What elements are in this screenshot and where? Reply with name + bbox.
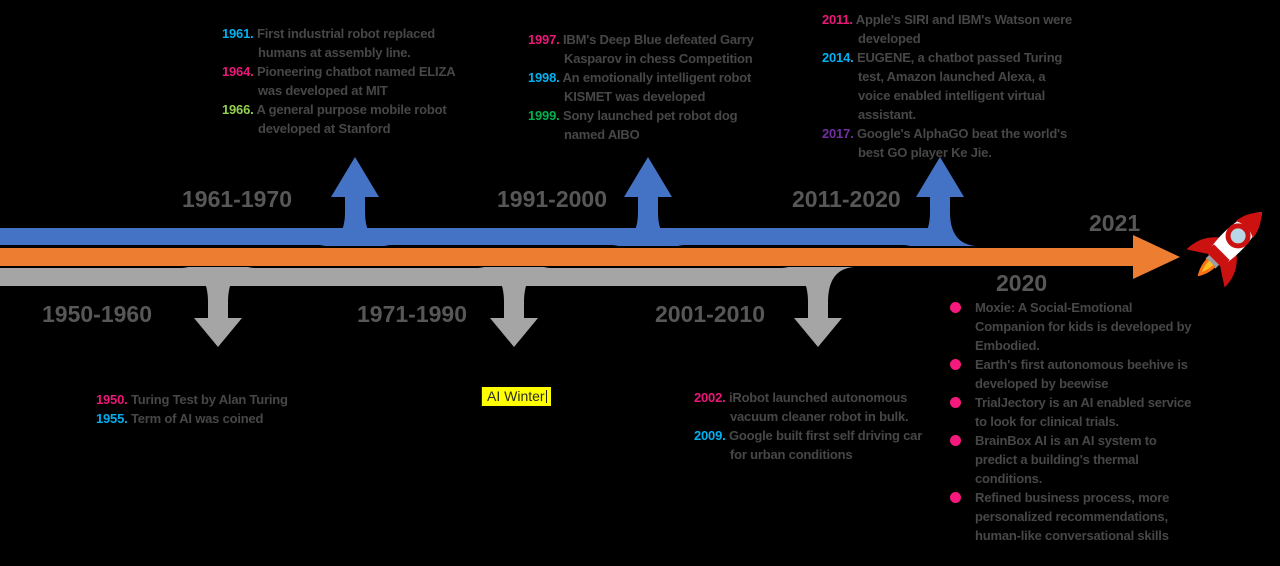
timeline-entry: 1955. Term of AI was coined	[96, 409, 366, 428]
events-1961-1970: 1961. First industrial robot replaced hu…	[222, 24, 456, 138]
entry-text: An emotionally intelligent robot KISMET …	[562, 70, 752, 104]
bullet-icon	[950, 397, 961, 408]
period-label-1991-2000: 1991-2000	[497, 186, 607, 212]
period-label-2020: 2020	[996, 270, 1048, 296]
period-label-1961-1970: 1961-1970	[182, 186, 292, 212]
entry-text: Pioneering chatbot named ELIZA was devel…	[256, 64, 455, 98]
entry-year: 2009.	[694, 428, 726, 443]
entry-year: 2014.	[822, 50, 854, 65]
entry-year: 1998.	[528, 70, 560, 85]
list-item: Earth's first autonomous beehive is deve…	[948, 355, 1200, 393]
list-item: Moxie: A Social-Emotional Companion for …	[948, 298, 1200, 355]
list-item-text: Refined business process, more personali…	[975, 490, 1170, 543]
entry-year: 2002.	[694, 390, 726, 405]
bullet-icon	[950, 302, 961, 313]
bullet-icon	[950, 492, 961, 503]
events-2011-2020: 2011. Apple's SIRI and IBM's Watson were…	[822, 10, 1076, 162]
entry-text: Google built first self driving car for …	[728, 428, 923, 462]
rocket-icon	[1186, 211, 1263, 288]
entry-text: IBM's Deep Blue defeated Garry Kasparov …	[562, 32, 754, 66]
entry-year: 1955.	[96, 411, 128, 426]
entry-text: Google's AlphaGO beat the world's best G…	[856, 126, 1067, 160]
entry-year: 1961.	[222, 26, 254, 41]
entry-text: Apple's SIRI and IBM's Watson were devel…	[855, 12, 1073, 46]
bullet-icon	[950, 435, 961, 446]
entry-text: Sony launched pet robot dog named AIBO	[562, 108, 738, 142]
timeline-entry: 2017. Google's AlphaGO beat the world's …	[822, 124, 1076, 162]
period-label-1971-1990: 1971-1990	[357, 301, 467, 327]
events-2020-list: Moxie: A Social-Emotional Companion for …	[948, 298, 1200, 545]
bullet-icon	[950, 359, 961, 370]
timeline-entry: 2014. EUGENE, a chatbot passed Turing te…	[822, 48, 1076, 124]
period-label-2021: 2021	[1089, 210, 1141, 236]
timeline-entry: 2002. iRobot launched autonomous vacuum …	[694, 388, 930, 426]
entry-year: 1999.	[528, 108, 560, 123]
entry-text: EUGENE, a chatbot passed Turing test, Am…	[856, 50, 1063, 122]
down-arrow-1950-1960-icon	[182, 267, 254, 347]
events-1991-2000: 1997. IBM's Deep Blue defeated Garry Kas…	[528, 30, 768, 144]
orange-arrowhead-icon	[1133, 235, 1180, 279]
entry-text: Term of AI was coined	[130, 411, 264, 426]
entry-text: iRobot launched autonomous vacuum cleane…	[728, 390, 909, 424]
period-label-1950-1960: 1950-1960	[42, 301, 152, 327]
list-item: TrialJectory is an AI enabled service to…	[948, 393, 1200, 431]
down-arrow-1971-1990-icon	[478, 267, 550, 347]
entry-text: A general purpose mobile robot developed…	[256, 102, 447, 136]
gray-timeline-band	[0, 268, 830, 286]
entry-year: 1950.	[96, 392, 128, 407]
period-label-2011-2020: 2011-2020	[792, 186, 901, 212]
entry-text: Turing Test by Alan Turing	[130, 392, 288, 407]
entry-year: 1964.	[222, 64, 254, 79]
entry-year: 1966.	[222, 102, 254, 117]
timeline-entry: 2009. Google built first self driving ca…	[694, 426, 930, 464]
timeline-entry: 2011. Apple's SIRI and IBM's Watson were…	[822, 10, 1076, 48]
list-item-text: BrainBox AI is an AI system to predict a…	[975, 433, 1157, 486]
list-item: BrainBox AI is an AI system to predict a…	[948, 431, 1200, 488]
list-item: Refined business process, more personali…	[948, 488, 1200, 545]
timeline-entry: 1964. Pioneering chatbot named ELIZA was…	[222, 62, 456, 100]
ai-winter-label: AI Winter	[481, 387, 551, 406]
blue-timeline-band	[0, 228, 952, 245]
list-item-text: TrialJectory is an AI enabled service to…	[975, 395, 1192, 429]
entry-year: 1997.	[528, 32, 560, 47]
up-arrow-1991-2000-icon	[612, 157, 684, 246]
timeline-entry: 1999. Sony launched pet robot dog named …	[528, 106, 768, 144]
up-arrow-2011-2020-icon	[904, 157, 976, 246]
list-item-text: Moxie: A Social-Emotional Companion for …	[975, 300, 1192, 353]
entry-year: 2011.	[822, 12, 853, 27]
timeline-entry: 1961. First industrial robot replaced hu…	[222, 24, 456, 62]
timeline-entry: 1998. An emotionally intelligent robot K…	[528, 68, 768, 106]
timeline-entry: 1997. IBM's Deep Blue defeated Garry Kas…	[528, 30, 768, 68]
events-1950-1960: 1950. Turing Test by Alan Turing 1955. T…	[96, 390, 366, 428]
entry-text: First industrial robot replaced humans a…	[256, 26, 435, 60]
period-label-2001-2010: 2001-2010	[655, 301, 765, 327]
up-arrow-1961-1970-icon	[319, 157, 391, 246]
timeline-entry: 1966. A general purpose mobile robot dev…	[222, 100, 456, 138]
entry-year: 2017.	[822, 126, 854, 141]
events-2001-2010: 2002. iRobot launched autonomous vacuum …	[694, 388, 930, 464]
list-item-text: Earth's first autonomous beehive is deve…	[975, 357, 1188, 391]
orange-timeline-band	[0, 248, 1136, 266]
down-arrow-2001-2010-icon	[782, 267, 854, 347]
timeline-entry: 1950. Turing Test by Alan Turing	[96, 390, 366, 409]
